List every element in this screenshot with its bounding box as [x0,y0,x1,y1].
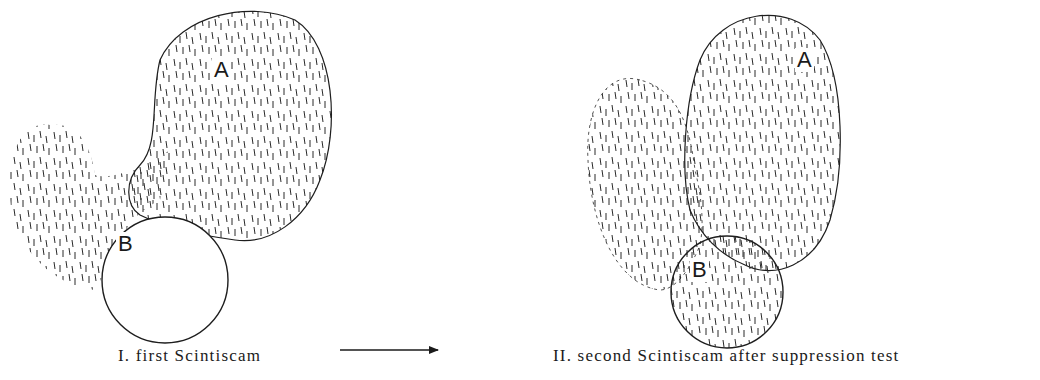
nodule-circle-shape [102,217,228,343]
region-letter: B [690,258,709,282]
nodule-circle: B [669,234,785,350]
lobe-outline [120,5,340,250]
region-letter: B [116,232,135,256]
scan-panel: A B II. second Scintiscam after suppressio… [440,0,1035,380]
nodule-circle: B [100,215,230,345]
region-letter: A [795,48,814,72]
figure-caption: II. second Scintiscam after suppression … [553,346,899,366]
thyroid-lobe-shape [685,15,840,270]
thyroid-lobe: A [120,5,340,250]
thyroid-lobe-shape [129,11,332,240]
circle-outline [669,234,785,350]
scan-panel: A B I. first Scintiscam [0,0,338,380]
progression-arrow [340,349,438,350]
figure-caption: I. first Scintiscam [118,346,261,366]
nodule-circle-shape [671,236,783,348]
region-letter: A [212,58,231,82]
